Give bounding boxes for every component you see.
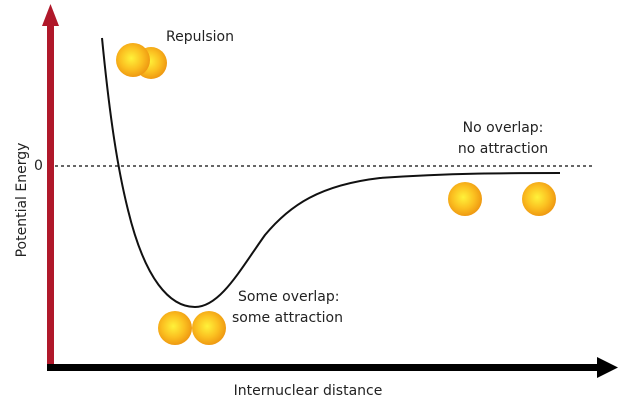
some-overlap-label-line2: some attraction bbox=[232, 310, 343, 326]
potential-energy-curve bbox=[101, 37, 561, 309]
x-axis bbox=[47, 364, 599, 371]
repulsion-atoms bbox=[116, 43, 167, 79]
y-axis-arrowhead bbox=[42, 4, 59, 26]
y-axis-label: Potential Energy bbox=[14, 142, 30, 258]
y-axis bbox=[47, 24, 54, 369]
bonded-atoms bbox=[158, 311, 226, 345]
no-overlap-label-line2: no attraction bbox=[457, 141, 549, 157]
separated-atoms bbox=[448, 182, 556, 216]
some-overlap-label-line1: Some overlap: bbox=[238, 289, 340, 305]
zero-tick-label: 0 bbox=[34, 158, 43, 174]
x-axis-label: Internuclear distance bbox=[233, 383, 383, 399]
no-overlap-label-line1: No overlap: bbox=[462, 120, 544, 136]
repulsion-label: Repulsion bbox=[166, 29, 234, 45]
x-axis-arrowhead bbox=[597, 357, 618, 378]
